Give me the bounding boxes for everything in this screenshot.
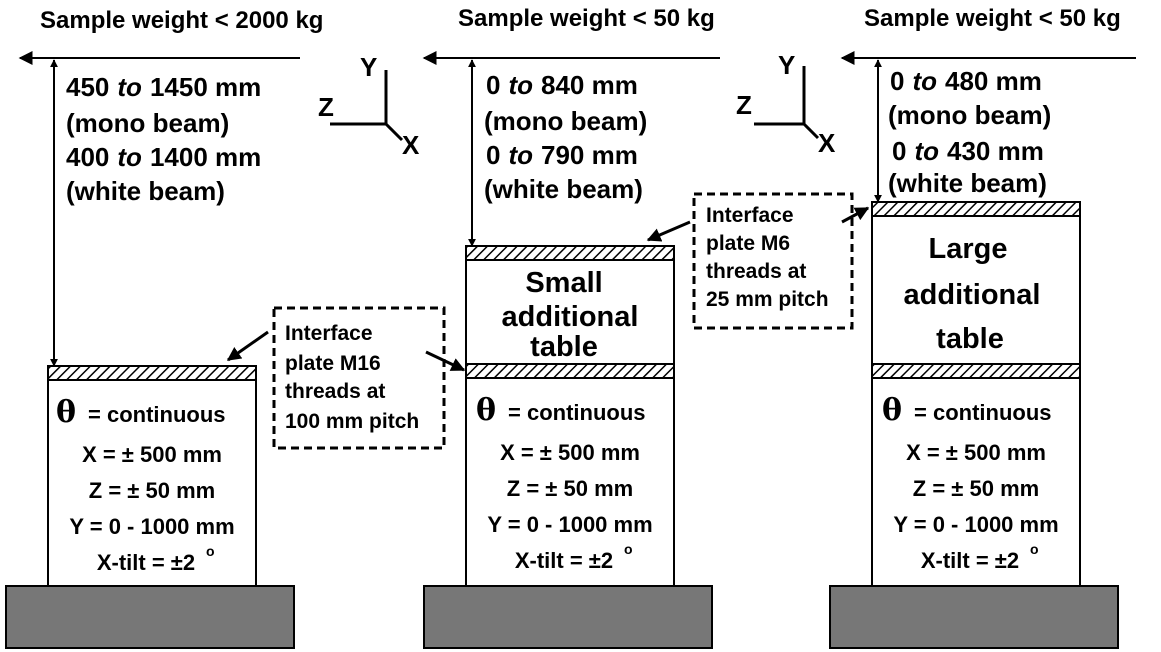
axis-y-label: Y — [360, 52, 377, 82]
additional-table-large — [871, 215, 1081, 365]
axes-icon: Y Z X — [318, 52, 420, 160]
stage-body — [47, 379, 257, 587]
spec-list: θ= continuous X = ± 500 mm Z = ± 50 mm Y… — [882, 393, 1059, 573]
table-label: table — [936, 323, 1004, 355]
table-label: additional — [904, 279, 1041, 311]
axes-icon: Y Z X — [736, 50, 836, 158]
axis-z-label: Z — [318, 92, 334, 122]
pointer-arrow — [425, 350, 466, 372]
axis-y-label: Y — [778, 50, 795, 80]
axis-x-label: X — [402, 130, 420, 160]
tilt-degree: o — [206, 543, 215, 559]
z-spec: Z = ± 50 mm — [913, 476, 1039, 501]
white-beam-label: (white beam) — [888, 168, 1047, 198]
additional-table-small — [465, 259, 675, 365]
note-line: plate M6 — [706, 232, 790, 255]
note-line: plate M16 — [285, 352, 381, 375]
x-spec: X = ± 500 mm — [82, 442, 222, 467]
pointer-arrow — [841, 206, 870, 224]
y-spec: Y = 0 - 1000 mm — [487, 512, 652, 537]
white-beam-label: (white beam) — [484, 174, 643, 204]
note-box — [692, 192, 854, 330]
mono-beam-label: (mono beam) — [888, 100, 1051, 130]
x-spec: X = ± 500 mm — [906, 440, 1046, 465]
axis-z-label: Z — [736, 90, 752, 120]
interface-plate — [871, 201, 1081, 217]
x-spec: X = ± 500 mm — [500, 440, 640, 465]
interface-plate — [47, 365, 257, 381]
note-line: threads at — [285, 380, 385, 403]
spec-list: θ= continuous X = ± 500 mm Z = ± 50 mm Y… — [476, 393, 653, 573]
pointer-arrow — [226, 330, 269, 362]
note-line: 100 mm pitch — [285, 410, 419, 433]
note-line: Interface — [706, 204, 794, 227]
y-spec: Y = 0 - 1000 mm — [893, 512, 1058, 537]
interface-plate — [465, 245, 675, 261]
z-spec: Z = ± 50 mm — [507, 476, 633, 501]
z-spec: Z = ± 50 mm — [89, 478, 215, 503]
axis-x-label: X — [818, 128, 836, 158]
table-label: table — [530, 331, 598, 363]
mono-beam-label: (mono beam) — [484, 106, 647, 136]
white-beam-label: (white beam) — [66, 176, 225, 206]
spec-list: θ= continuous X = ± 500 mm Z = ± 50 mm Y… — [56, 395, 235, 575]
stage-3-heading: Sample weight < 50 kg — [864, 5, 1121, 32]
note-m6: Interface plate M6 threads at 25 mm pitc… — [646, 192, 870, 330]
note-line: Interface — [285, 322, 373, 345]
stage-1-heading: Sample weight < 2000 kg — [40, 7, 323, 34]
interface-plate — [871, 363, 1081, 379]
tilt-degree: o — [624, 541, 633, 557]
tilt-spec: X-tilt = ±2 — [515, 548, 613, 573]
table-label: Large — [929, 233, 1008, 265]
theta-spec: θ= continuous — [882, 393, 1052, 428]
theta-spec: θ= continuous — [476, 393, 646, 428]
stage-base — [5, 585, 295, 649]
pointer-arrow — [646, 220, 691, 242]
table-label: Small — [525, 267, 602, 299]
stage-2-heading: Sample weight < 50 kg — [458, 5, 715, 32]
stage-base — [423, 585, 713, 649]
tilt-degree: o — [1030, 541, 1039, 557]
note-box — [272, 306, 446, 450]
interface-plate — [465, 363, 675, 379]
note-line: 25 mm pitch — [706, 288, 829, 311]
note-line: threads at — [706, 260, 806, 283]
tilt-spec: X-tilt = ±2 — [921, 548, 1019, 573]
stage-base — [829, 585, 1119, 649]
tilt-spec: X-tilt = ±2 — [97, 550, 195, 575]
table-label: additional — [502, 301, 639, 333]
stage-body — [465, 377, 675, 587]
note-m16: Interface plate M16 threads at 100 mm pi… — [226, 306, 466, 450]
y-spec: Y = 0 - 1000 mm — [69, 514, 234, 539]
theta-spec: θ= continuous — [56, 395, 226, 430]
mono-beam-label: (mono beam) — [66, 108, 229, 138]
